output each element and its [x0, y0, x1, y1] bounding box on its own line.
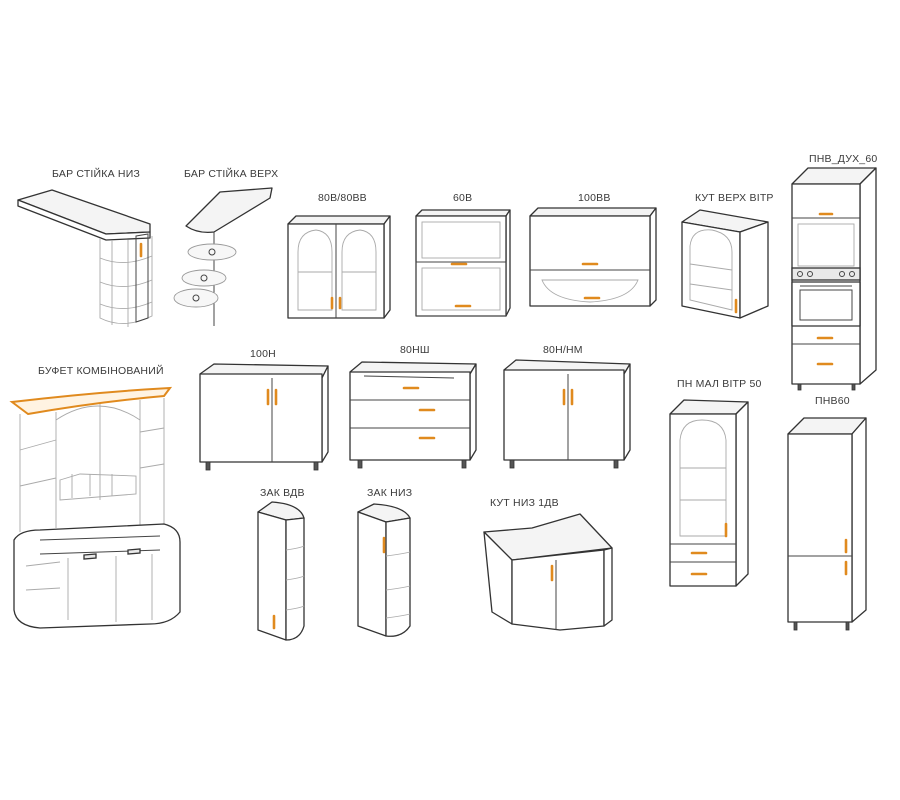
- end-wall-cabinet: [257, 501, 305, 641]
- cabinet-60v: [415, 209, 511, 317]
- label-100n: 100Н: [250, 348, 276, 360]
- drawer-cabinet-80nsh: [349, 361, 477, 469]
- label-kut-verkh: КУТ ВЕРХ ВІТР: [695, 192, 774, 204]
- tall-cabinet-pnv60: [787, 417, 867, 631]
- label-kut-nyz: КУТ НИЗ 1ДВ: [490, 497, 559, 509]
- label-80nsh: 80НШ: [400, 344, 430, 356]
- label-bufet: БУФЕТ КОМБІНОВАНИЙ: [38, 364, 164, 377]
- end-base-cabinet: [357, 503, 411, 637]
- label-bar-stiyka-nyz: БАР СТІЙКА НИЗ: [52, 167, 140, 180]
- label-bar-stiyka-verkh: БАР СТІЙКА ВЕРХ: [184, 167, 278, 180]
- label-zak-vdv: ЗАК ВДВ: [260, 487, 305, 499]
- combined-buffet: [9, 386, 181, 629]
- label-pnv-dukh: ПНВ_ДУХ_60: [809, 153, 877, 165]
- cabinet-80v: [287, 215, 391, 319]
- bar-counter-low: [17, 189, 153, 327]
- tall-oven-cabinet: [791, 167, 877, 391]
- base-cabinet-100n: [199, 363, 329, 471]
- label-80nnm: 80Н/НМ: [543, 344, 583, 356]
- base-cabinet-80nnm: [503, 359, 631, 469]
- label-100vv: 100ВВ: [578, 192, 611, 204]
- corner-wall-cabinet: [681, 209, 769, 319]
- bar-counter-high: [173, 187, 273, 326]
- corner-base-cabinet: [483, 513, 613, 631]
- label-pn-mal: ПН МАЛ ВІТР 50: [677, 378, 762, 390]
- cabinet-100vv: [529, 207, 657, 307]
- label-80v: 80В/80ВВ: [318, 192, 367, 204]
- label-pnv60: ПНВ60: [815, 395, 850, 407]
- label-zak-nyz: ЗАК НИЗ: [367, 487, 412, 499]
- label-60v: 60В: [453, 192, 472, 204]
- tall-glass-cabinet-50: [669, 399, 749, 587]
